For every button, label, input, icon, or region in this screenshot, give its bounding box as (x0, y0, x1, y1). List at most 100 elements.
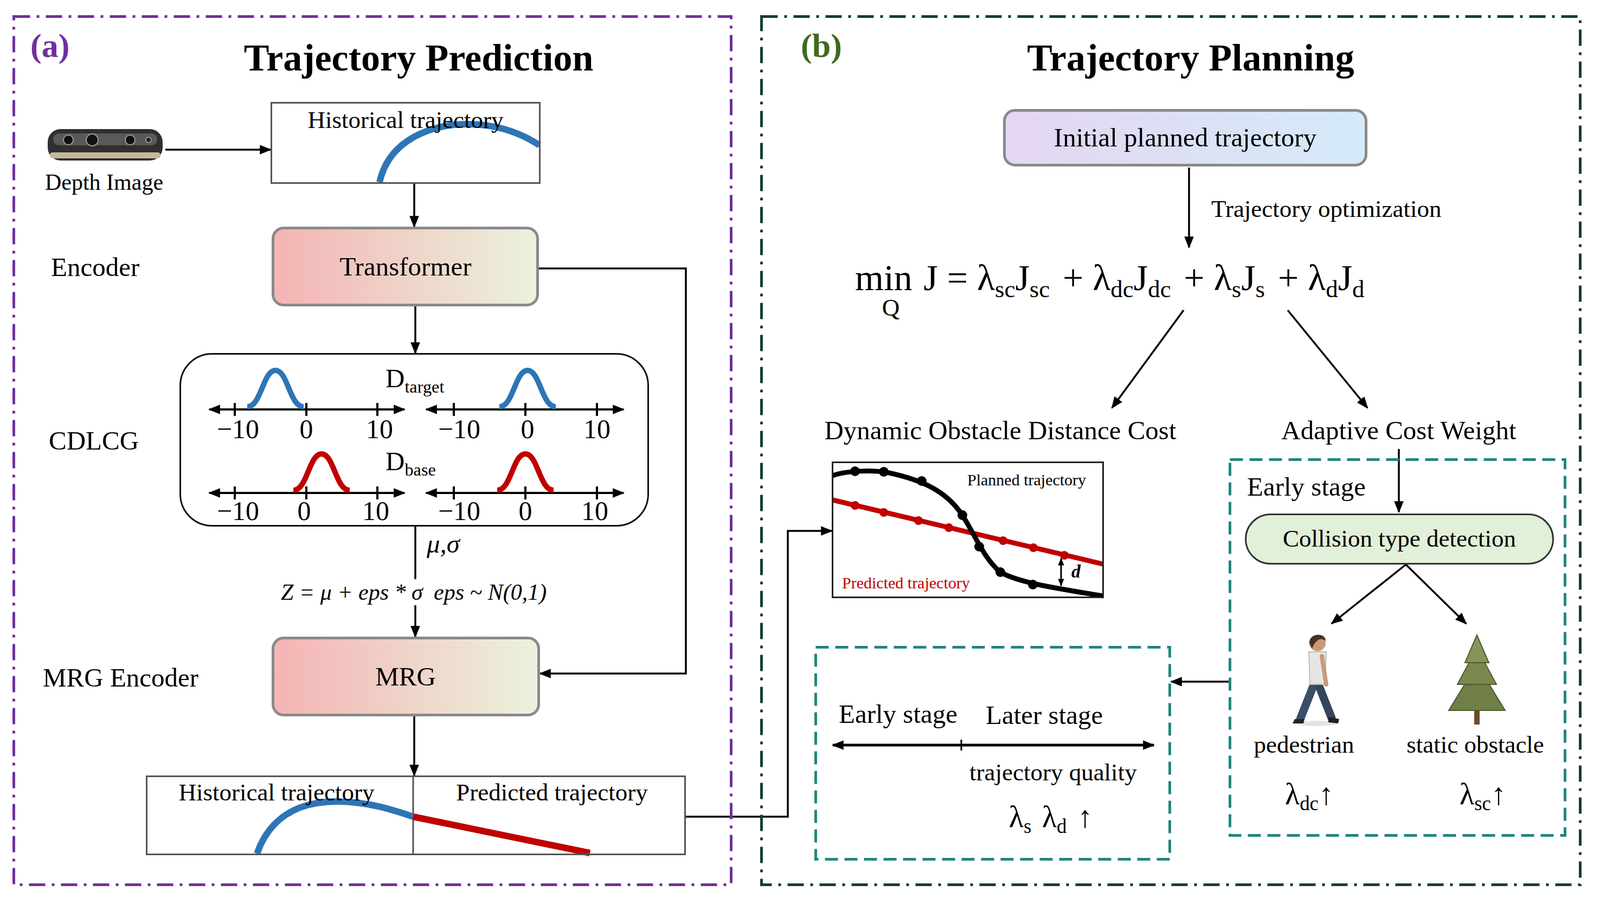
node-text-line: Dynamic Obstacle Distance Cost (824, 415, 1177, 446)
adaptive-weight-group: Collision type detection pedestrian static… (1228, 458, 1567, 837)
red-dot (914, 516, 923, 525)
node-text-line: static obstacle (1406, 730, 1545, 760)
connector (165, 148, 271, 151)
node-text: (b) (800, 27, 843, 64)
node-text-line: Predicted trajectory (455, 778, 648, 807)
label-text: λ (1042, 799, 1057, 834)
obstacle-node: static obstacle (1391, 623, 1563, 760)
tree-figure (1448, 634, 1506, 725)
node-text: Planned trajectory (967, 470, 1087, 489)
label-text: 0 (297, 495, 312, 526)
outline-border (1230, 459, 1566, 836)
label-text: s (1231, 275, 1242, 303)
connector (414, 306, 417, 353)
node-text-line: Collision type detection (1282, 524, 1516, 554)
node-text: pedestrian (1254, 730, 1355, 758)
flow-arrow (1287, 310, 1368, 408)
node-text-line: Planned trajectory (967, 470, 1087, 490)
label-text-line: Z = μ + eps * σ (278, 579, 426, 606)
node-text: Historical trajectory (307, 106, 504, 134)
label-text-line: −10 (438, 413, 481, 446)
node-text: Adaptive Cost Weight (1281, 415, 1516, 446)
label-text-line: 10 (365, 413, 394, 446)
label-text: 10 (583, 413, 611, 445)
label-text: s (1023, 814, 1032, 838)
connector (413, 716, 416, 776)
hair (1309, 634, 1326, 649)
label-text-line: 10 (362, 495, 390, 528)
red-dot (944, 523, 954, 532)
node-text: D (385, 363, 405, 394)
black-dot (850, 466, 860, 477)
arm (1321, 656, 1327, 685)
node-text: Transformer (339, 251, 472, 282)
node-text: trajectory quality (969, 758, 1137, 786)
black-dot (1027, 579, 1038, 590)
red-dot (879, 508, 889, 517)
label-text: sc (1474, 792, 1492, 815)
red-dot (1059, 550, 1069, 560)
node-text: d (1071, 561, 1081, 582)
node-text-line: Historical trajectory (307, 106, 504, 135)
torso (1308, 651, 1327, 685)
node-text: base (404, 459, 436, 480)
planning-panel: Initial planned trajectoryDynamic Obstac… (760, 15, 1582, 886)
shoe (1292, 718, 1305, 724)
label-text: d (1352, 275, 1365, 303)
label-text: d (1056, 814, 1067, 838)
label-text: ↑ (1491, 776, 1507, 811)
node-text-line: (b) (800, 26, 843, 66)
label-text: + λ (1183, 256, 1232, 299)
label-text: λ (1284, 776, 1300, 811)
history-curve (256, 801, 414, 854)
label-text-line: Encoder (50, 252, 140, 283)
outline-border (14, 16, 732, 885)
trajectory-dots (850, 500, 1069, 560)
depth-camera (47, 129, 163, 161)
label-text: 10 (581, 495, 609, 526)
black-dot (916, 476, 927, 486)
black-dot (878, 466, 889, 477)
group-outline (814, 645, 1172, 861)
label-text: J (1014, 256, 1030, 299)
node-text-line: (a) (30, 26, 70, 66)
node-text-line: Adaptive Cost Weight (1281, 415, 1516, 446)
label-text-line: −10 (216, 413, 260, 446)
camera-rim (49, 152, 161, 159)
camera-lens (86, 133, 99, 146)
gaussian-curve (499, 370, 556, 407)
stage-axis (832, 743, 1154, 747)
label-text-line: minJ = λscJsc+ λdcJdc+ λsJs+ λdJd (855, 256, 1365, 299)
trajectory-box: Historical trajectory (270, 101, 541, 184)
black-dot (995, 567, 1006, 577)
label-text: eps ~ N(0,1) (433, 579, 547, 605)
label-text-line: Q (882, 293, 901, 323)
foliage (1464, 634, 1489, 663)
camera-body (47, 129, 163, 161)
label-text: J (1241, 256, 1256, 299)
gaussian-curve (497, 453, 554, 491)
label-text: CDLCG (48, 425, 139, 456)
label-text-line: MRG Encoder (42, 662, 199, 693)
label-text: + λ (1062, 256, 1111, 299)
label-text-line: 0 (521, 413, 535, 446)
leg (1300, 682, 1315, 719)
label-text-line: 0 (299, 413, 314, 446)
node-text: Initial planned trajectory (1054, 122, 1317, 153)
label-text: dc (1299, 792, 1319, 815)
detection-box: Collision type detection (1244, 513, 1554, 565)
edge-label-line: μ,σ (426, 528, 460, 559)
node-text: (a) (30, 27, 70, 64)
label-text-line: 0 (297, 495, 312, 528)
label-text: Q (882, 293, 901, 321)
node-text: MRG (375, 661, 436, 692)
label-text: 10 (362, 495, 390, 526)
flow-arrow (1187, 167, 1191, 248)
label-text-line: Trajectory optimization (1211, 195, 1442, 224)
camera-lens (63, 135, 74, 145)
prediction-line (413, 816, 590, 853)
node-text: Collision type detection (1282, 524, 1516, 552)
obstacle-node: pedestrian (1247, 623, 1372, 760)
connector (538, 268, 686, 674)
red-dot (850, 500, 860, 510)
